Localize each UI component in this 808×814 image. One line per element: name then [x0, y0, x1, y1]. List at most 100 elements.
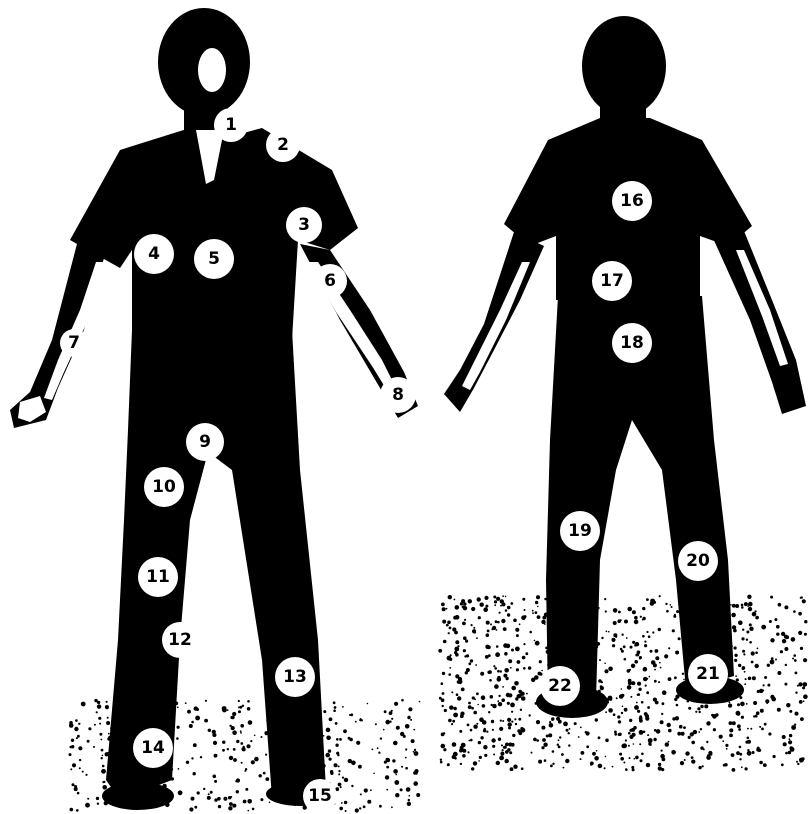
ground-speck	[233, 758, 237, 762]
ground-speck	[789, 734, 792, 737]
ground-speck	[411, 739, 415, 743]
ground-speck	[176, 737, 179, 740]
ground-speck	[548, 733, 552, 737]
ground-speck	[383, 729, 385, 731]
ground-speck	[515, 628, 519, 632]
ground-speck	[586, 731, 590, 735]
ground-speck	[647, 706, 650, 709]
ground-speck	[468, 599, 472, 603]
ground-speck	[72, 783, 75, 786]
ground-speck	[741, 766, 743, 768]
ground-speck	[471, 707, 474, 710]
ground-speck	[788, 740, 792, 744]
ground-speck	[755, 651, 758, 654]
marker-10: 10	[144, 467, 184, 507]
ground-speck	[502, 749, 504, 751]
ground-speck	[729, 721, 733, 725]
ground-speck	[360, 793, 362, 795]
ground-speck	[494, 667, 497, 670]
ground-speck	[510, 703, 515, 708]
ground-speck	[96, 797, 99, 800]
ground-speck	[269, 802, 271, 804]
ground-speck	[777, 708, 781, 712]
ground-speck	[784, 647, 788, 651]
ground-speck	[604, 663, 606, 665]
marker-13-label: 13	[283, 667, 307, 687]
ground-speck	[400, 732, 404, 736]
ground-speck	[214, 754, 218, 758]
ground-speck	[618, 733, 621, 736]
ground-speck	[503, 627, 507, 631]
ground-speck	[507, 702, 510, 705]
ground-speck	[638, 688, 641, 691]
ground-speck	[502, 595, 504, 597]
ground-speck	[413, 751, 415, 753]
ground-speck	[789, 710, 792, 713]
ground-speck	[612, 766, 614, 768]
ground-speck	[792, 658, 794, 660]
ground-speck	[506, 693, 510, 697]
ground-speck	[800, 647, 803, 650]
ground-speck	[637, 650, 641, 654]
ground-speck	[803, 658, 807, 662]
ground-speck	[683, 679, 685, 681]
ground-speck	[186, 761, 189, 764]
marker-14-label: 14	[141, 738, 165, 758]
ground-speck	[373, 773, 375, 775]
ground-speck	[600, 686, 604, 690]
ground-speck	[101, 769, 106, 774]
ground-speck	[212, 733, 216, 737]
ground-speck	[505, 596, 507, 598]
marker-9: 9	[186, 423, 224, 461]
ground-speck	[662, 690, 667, 695]
ground-speck	[328, 749, 331, 752]
ground-speck	[671, 750, 676, 755]
ground-speck	[782, 639, 786, 643]
ground-speck	[799, 759, 802, 762]
marker-22-label: 22	[548, 676, 572, 696]
ground-speck	[367, 703, 369, 705]
ground-speck	[505, 677, 508, 680]
ground-speck	[394, 780, 399, 785]
ground-speck	[254, 757, 259, 762]
ground-speck	[749, 641, 752, 644]
ground-speck	[613, 621, 617, 625]
ground-speck	[719, 735, 723, 739]
ground-speck	[652, 631, 654, 633]
ground-speck	[210, 791, 213, 794]
ground-speck	[248, 810, 250, 812]
ground-speck	[187, 710, 191, 714]
ground-speck	[497, 621, 500, 624]
ground-speck	[491, 738, 495, 742]
ground-speck	[508, 743, 512, 747]
ground-speck	[623, 645, 626, 648]
ground-speck	[486, 731, 488, 733]
ground-speck	[489, 679, 492, 682]
ground-speck	[465, 671, 468, 674]
ground-speck	[439, 697, 442, 700]
ground-speck	[625, 739, 627, 741]
ground-speck	[97, 704, 101, 708]
ground-speck	[742, 668, 744, 670]
ground-speck	[451, 723, 453, 725]
ground-speck	[539, 660, 542, 663]
ground-speck	[359, 807, 361, 809]
ground-speck	[252, 808, 255, 811]
ground-speck	[621, 634, 623, 636]
ground-speck	[660, 720, 664, 724]
ground-speck	[455, 640, 459, 644]
ground-speck	[535, 601, 538, 604]
ground-speck	[303, 805, 307, 809]
ground-speck	[541, 746, 544, 749]
ground-speck	[494, 604, 496, 606]
ground-speck	[734, 654, 737, 657]
ground-speck	[649, 743, 652, 746]
ground-speck	[523, 667, 526, 670]
ground-speck	[632, 733, 636, 737]
ground-speck	[654, 669, 656, 671]
ground-speck	[473, 761, 477, 765]
ground-speck	[76, 809, 79, 812]
ground-speck	[400, 788, 403, 791]
ground-speck	[232, 730, 237, 735]
ground-speck	[238, 700, 240, 702]
